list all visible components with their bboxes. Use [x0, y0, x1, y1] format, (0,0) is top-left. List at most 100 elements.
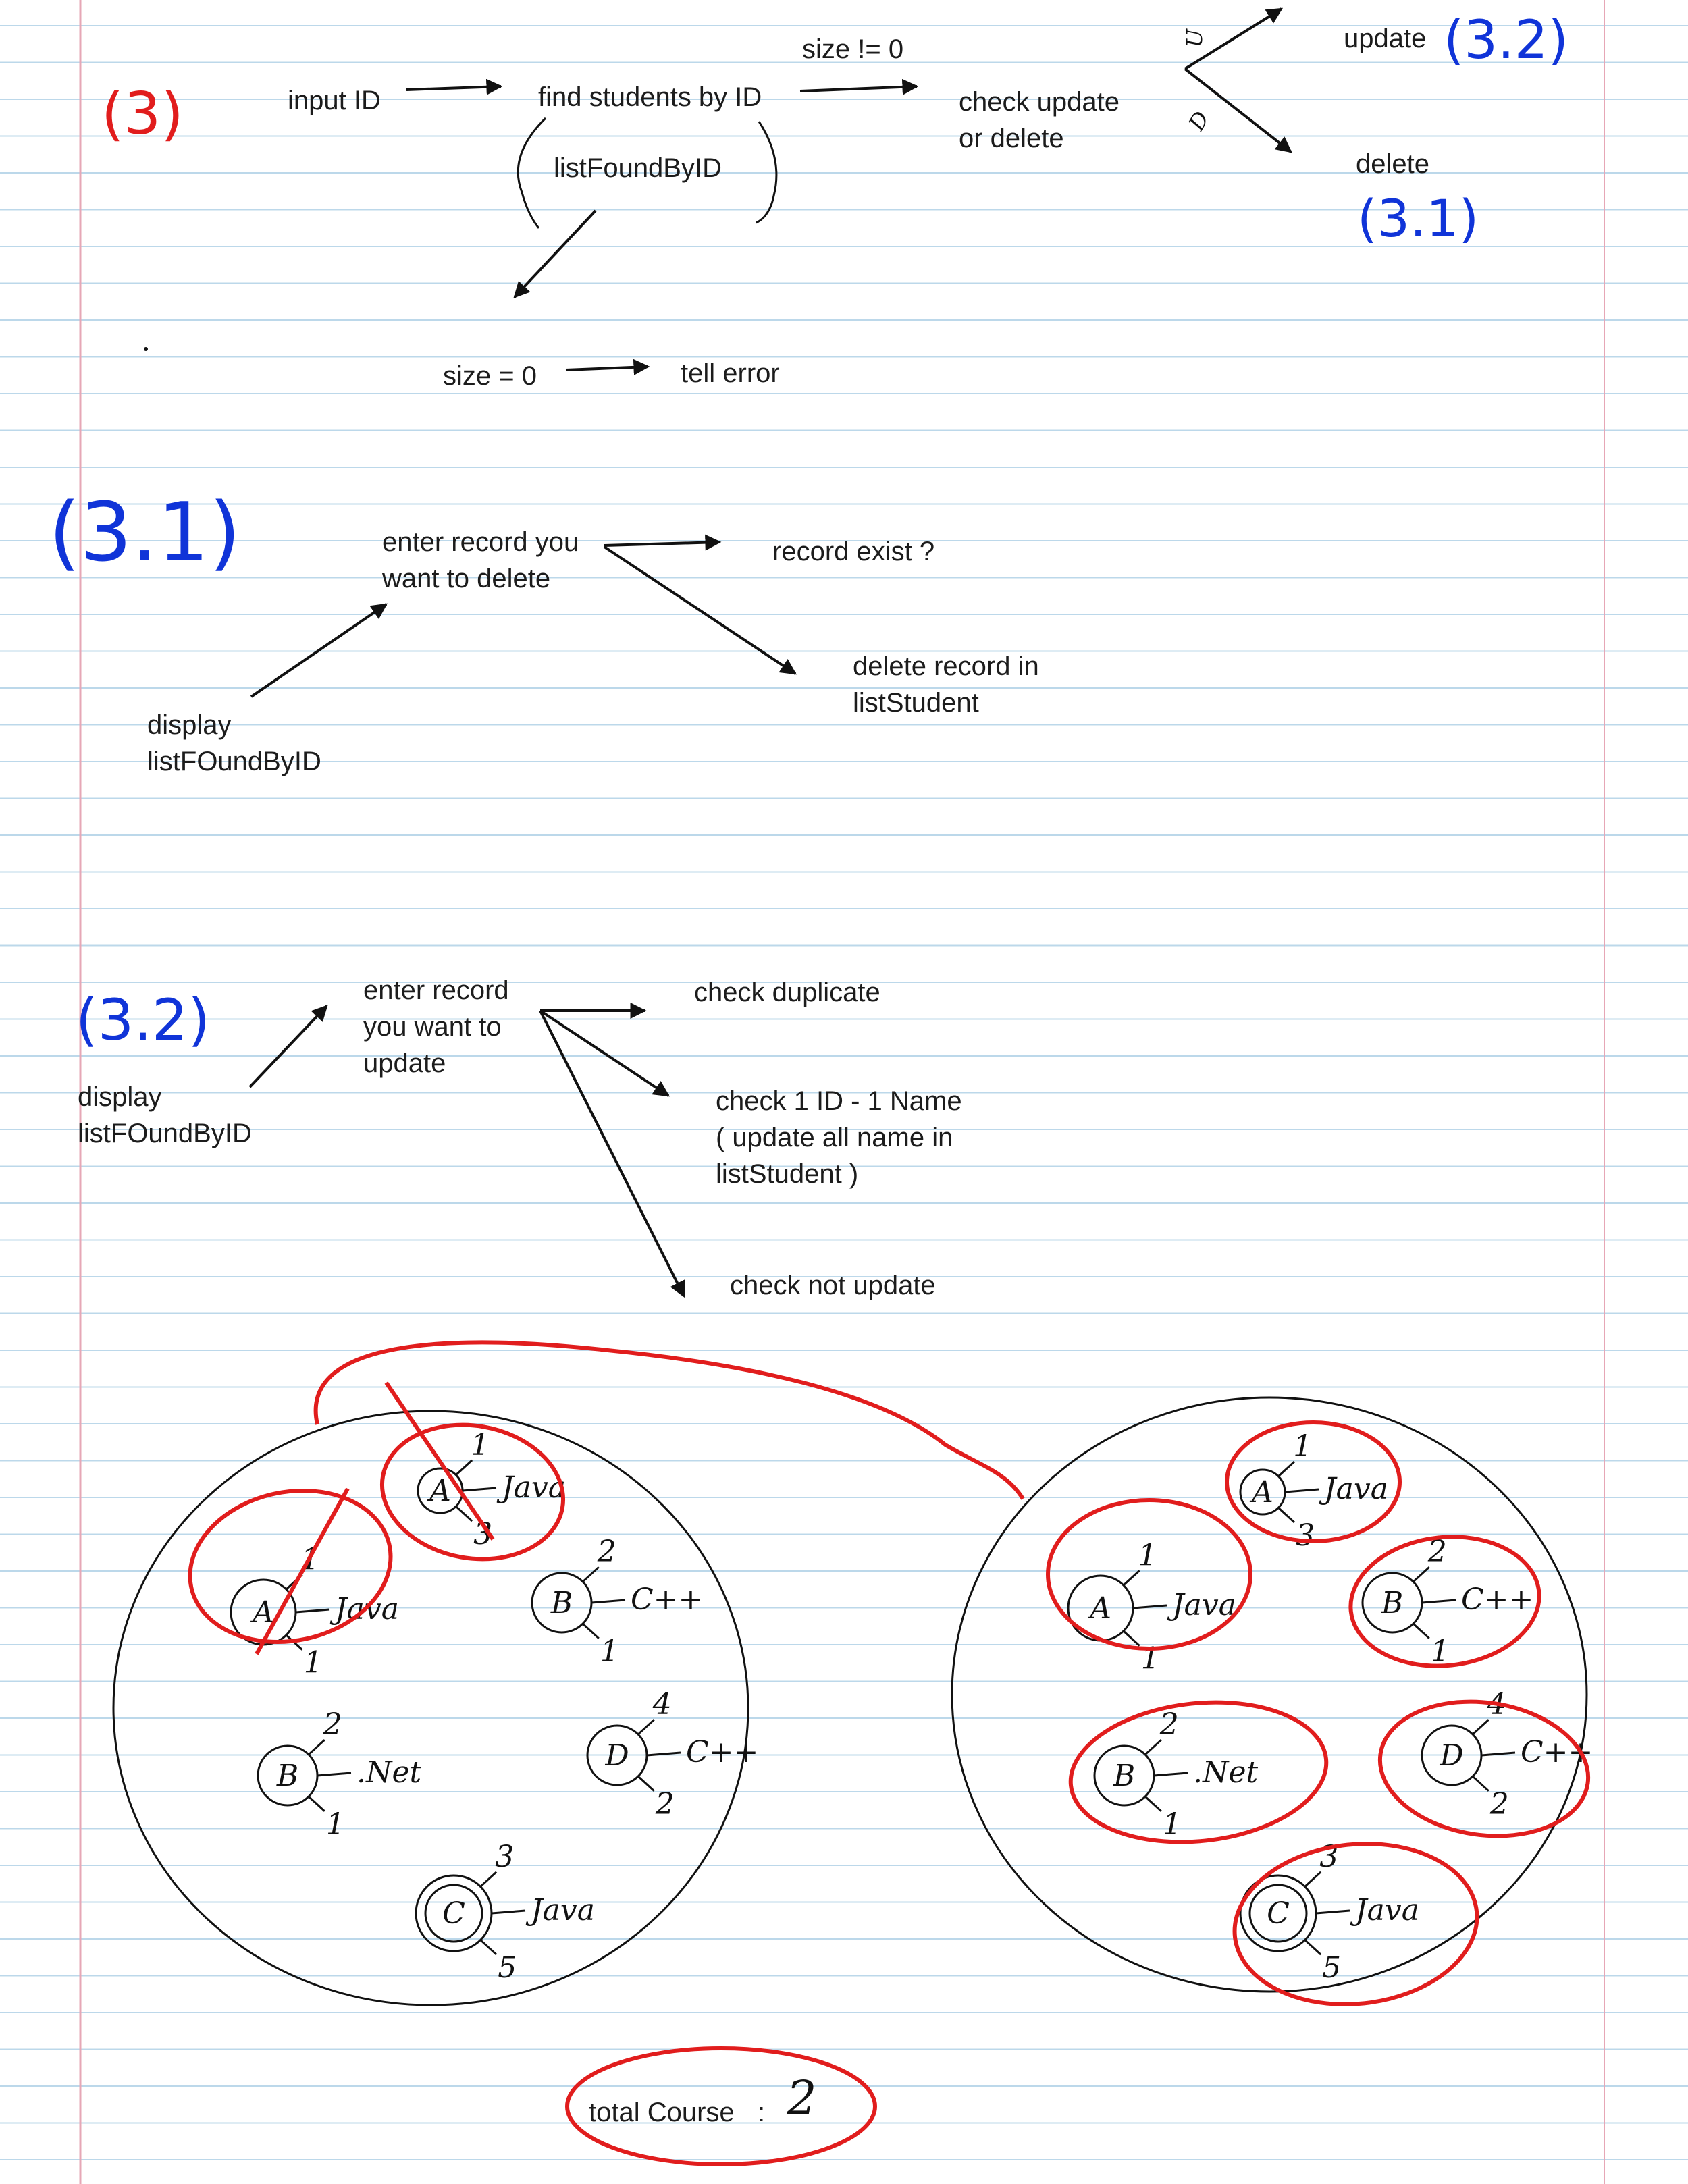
left-d-node-id: 4	[652, 1687, 672, 1722]
right-a1-spoke-course	[1284, 1488, 1319, 1493]
section-3-1: (3.1) enter record you want to delete re…	[49, 486, 1039, 776]
left-c-spoke-id	[479, 1871, 498, 1888]
tell-error-label: tell error	[681, 358, 780, 388]
left-d-spoke-id	[637, 1719, 655, 1736]
total-course-label: total Course	[589, 2098, 735, 2127]
red-strike-left-a2	[255, 1487, 350, 1655]
red-strike-left-a1	[384, 1381, 495, 1541]
right-b1-node-letter: B	[1381, 1586, 1403, 1620]
delete-label: delete	[1356, 149, 1429, 179]
left-a1-node-course: Java	[496, 1470, 566, 1505]
total-course-value: 2	[786, 2071, 817, 2126]
left-b1-node-course: C++	[631, 1582, 703, 1617]
find-students-label: find students by ID	[538, 82, 762, 112]
arrow-find-to-check	[799, 78, 919, 95]
check-1id-line2: ( update all name in	[716, 1123, 953, 1152]
left-d-node-course: C++	[686, 1735, 758, 1769]
display-32-line1: display	[78, 1082, 162, 1112]
right-b1-node-sem: 1	[1431, 1634, 1450, 1669]
right-c-node-letter: C	[1267, 1896, 1290, 1931]
left-b2-spoke-sem	[307, 1795, 325, 1812]
left-d-node-sem: 2	[655, 1787, 675, 1821]
delete-record-line1: delete record in	[853, 651, 1039, 681]
left-b2-node-course: .Net	[357, 1755, 422, 1790]
arrow-display-to-enter-update	[248, 1005, 328, 1088]
right-c-node-course: Java	[1350, 1893, 1419, 1927]
right-d-spoke-id	[1471, 1719, 1489, 1736]
left-a2-node-sem: 1	[304, 1646, 323, 1680]
left-b1-node-group: B2C++1	[531, 1535, 703, 1669]
or-delete-label: or delete	[959, 124, 1064, 153]
left-a2-spoke-course	[295, 1608, 330, 1614]
arrow-enter-to-exist	[604, 534, 722, 551]
right-a1-node-sem: 3	[1296, 1518, 1315, 1553]
left-b2-spoke-course	[317, 1772, 352, 1777]
red-circle-right-a1	[1225, 1420, 1402, 1543]
sketch-area: A1Java3A1Java1B2C++1B2.Net1D4C++2C3Java5…	[112, 1340, 1593, 2166]
right-b1-spoke-course	[1421, 1599, 1456, 1604]
left-a1-spoke-id	[455, 1459, 473, 1476]
right-b1-node-group: B2C++1	[1361, 1535, 1533, 1669]
red-circle-left-a1	[379, 1422, 566, 1562]
right-set-circle	[951, 1396, 1588, 1993]
left-d-spoke-sem	[637, 1775, 655, 1792]
right-b1-node-course: C++	[1461, 1582, 1533, 1617]
right-b1-spoke-id	[1412, 1566, 1430, 1583]
right-d-spoke-course	[1481, 1751, 1516, 1757]
u-branch-label: U	[1182, 28, 1207, 47]
left-b1-node-letter: B	[550, 1586, 573, 1620]
arrow-to-update	[1184, 7, 1284, 70]
left-b1-spoke-sem	[581, 1622, 600, 1639]
left-bracket	[517, 117, 547, 229]
size-zero-label: size = 0	[443, 361, 537, 391]
enter-record-update-line1: enter record	[363, 976, 509, 1005]
left-b2-node-sem: 1	[326, 1807, 345, 1842]
left-b2-spoke-id	[307, 1739, 325, 1756]
arrow-enter-to-delete-record	[603, 545, 797, 675]
right-b1-spoke-sem	[1412, 1622, 1430, 1639]
red-circle-right-d	[1377, 1699, 1591, 1838]
left-b1-node-sem: 1	[600, 1634, 619, 1669]
enter-record-delete-line2: want to delete	[381, 564, 550, 593]
right-c-spoke-id	[1304, 1871, 1322, 1888]
display-32-line2: listFOundByID	[78, 1119, 252, 1148]
arrow-list-to-size-zero	[513, 209, 597, 298]
red-circle-right-a2	[1046, 1498, 1252, 1651]
right-a2-node-letter: A	[1087, 1591, 1111, 1626]
right-a1-spoke-sem	[1277, 1506, 1296, 1524]
list-found-label: listFoundByID	[554, 153, 722, 183]
ink-dot	[144, 347, 148, 351]
right-a2-spoke-sem	[1122, 1630, 1140, 1647]
display-31-line1: display	[147, 710, 232, 740]
left-c-node-sem: 5	[498, 1950, 517, 1985]
left-c-spoke-sem	[479, 1939, 498, 1956]
arrow-display-to-enter	[250, 603, 388, 698]
section-3-1-tag: (3.1)	[49, 486, 240, 580]
left-a1-spoke-course	[462, 1487, 497, 1492]
update-label: update	[1344, 24, 1426, 53]
right-a2-spoke-course	[1132, 1604, 1167, 1609]
right-a1-spoke-id	[1277, 1460, 1296, 1478]
size-not-zero-label: size != 0	[802, 34, 903, 64]
arrow-input-to-find	[406, 78, 503, 95]
arrow-to-delete	[1184, 68, 1292, 153]
right-c-node-inner-circle	[1248, 1884, 1308, 1943]
section-3-2: (3.2) display listFOundByID enter record…	[76, 976, 962, 1300]
red-circle-right-b1	[1348, 1535, 1541, 1668]
left-c-node-course: Java	[525, 1893, 595, 1927]
red-circle-total	[565, 2046, 877, 2166]
left-b2-node-letter: B	[276, 1759, 298, 1793]
delete-record-line2: listStudent	[853, 688, 979, 718]
enter-record-delete-line1: enter record you	[382, 527, 579, 557]
left-set-circle	[112, 1410, 749, 2006]
check-update-label: check update	[959, 87, 1119, 117]
right-a2-node-course: Java	[1167, 1588, 1236, 1622]
arrow-size-zero-to-error	[565, 358, 650, 375]
right-b2-spoke-id	[1144, 1739, 1162, 1756]
